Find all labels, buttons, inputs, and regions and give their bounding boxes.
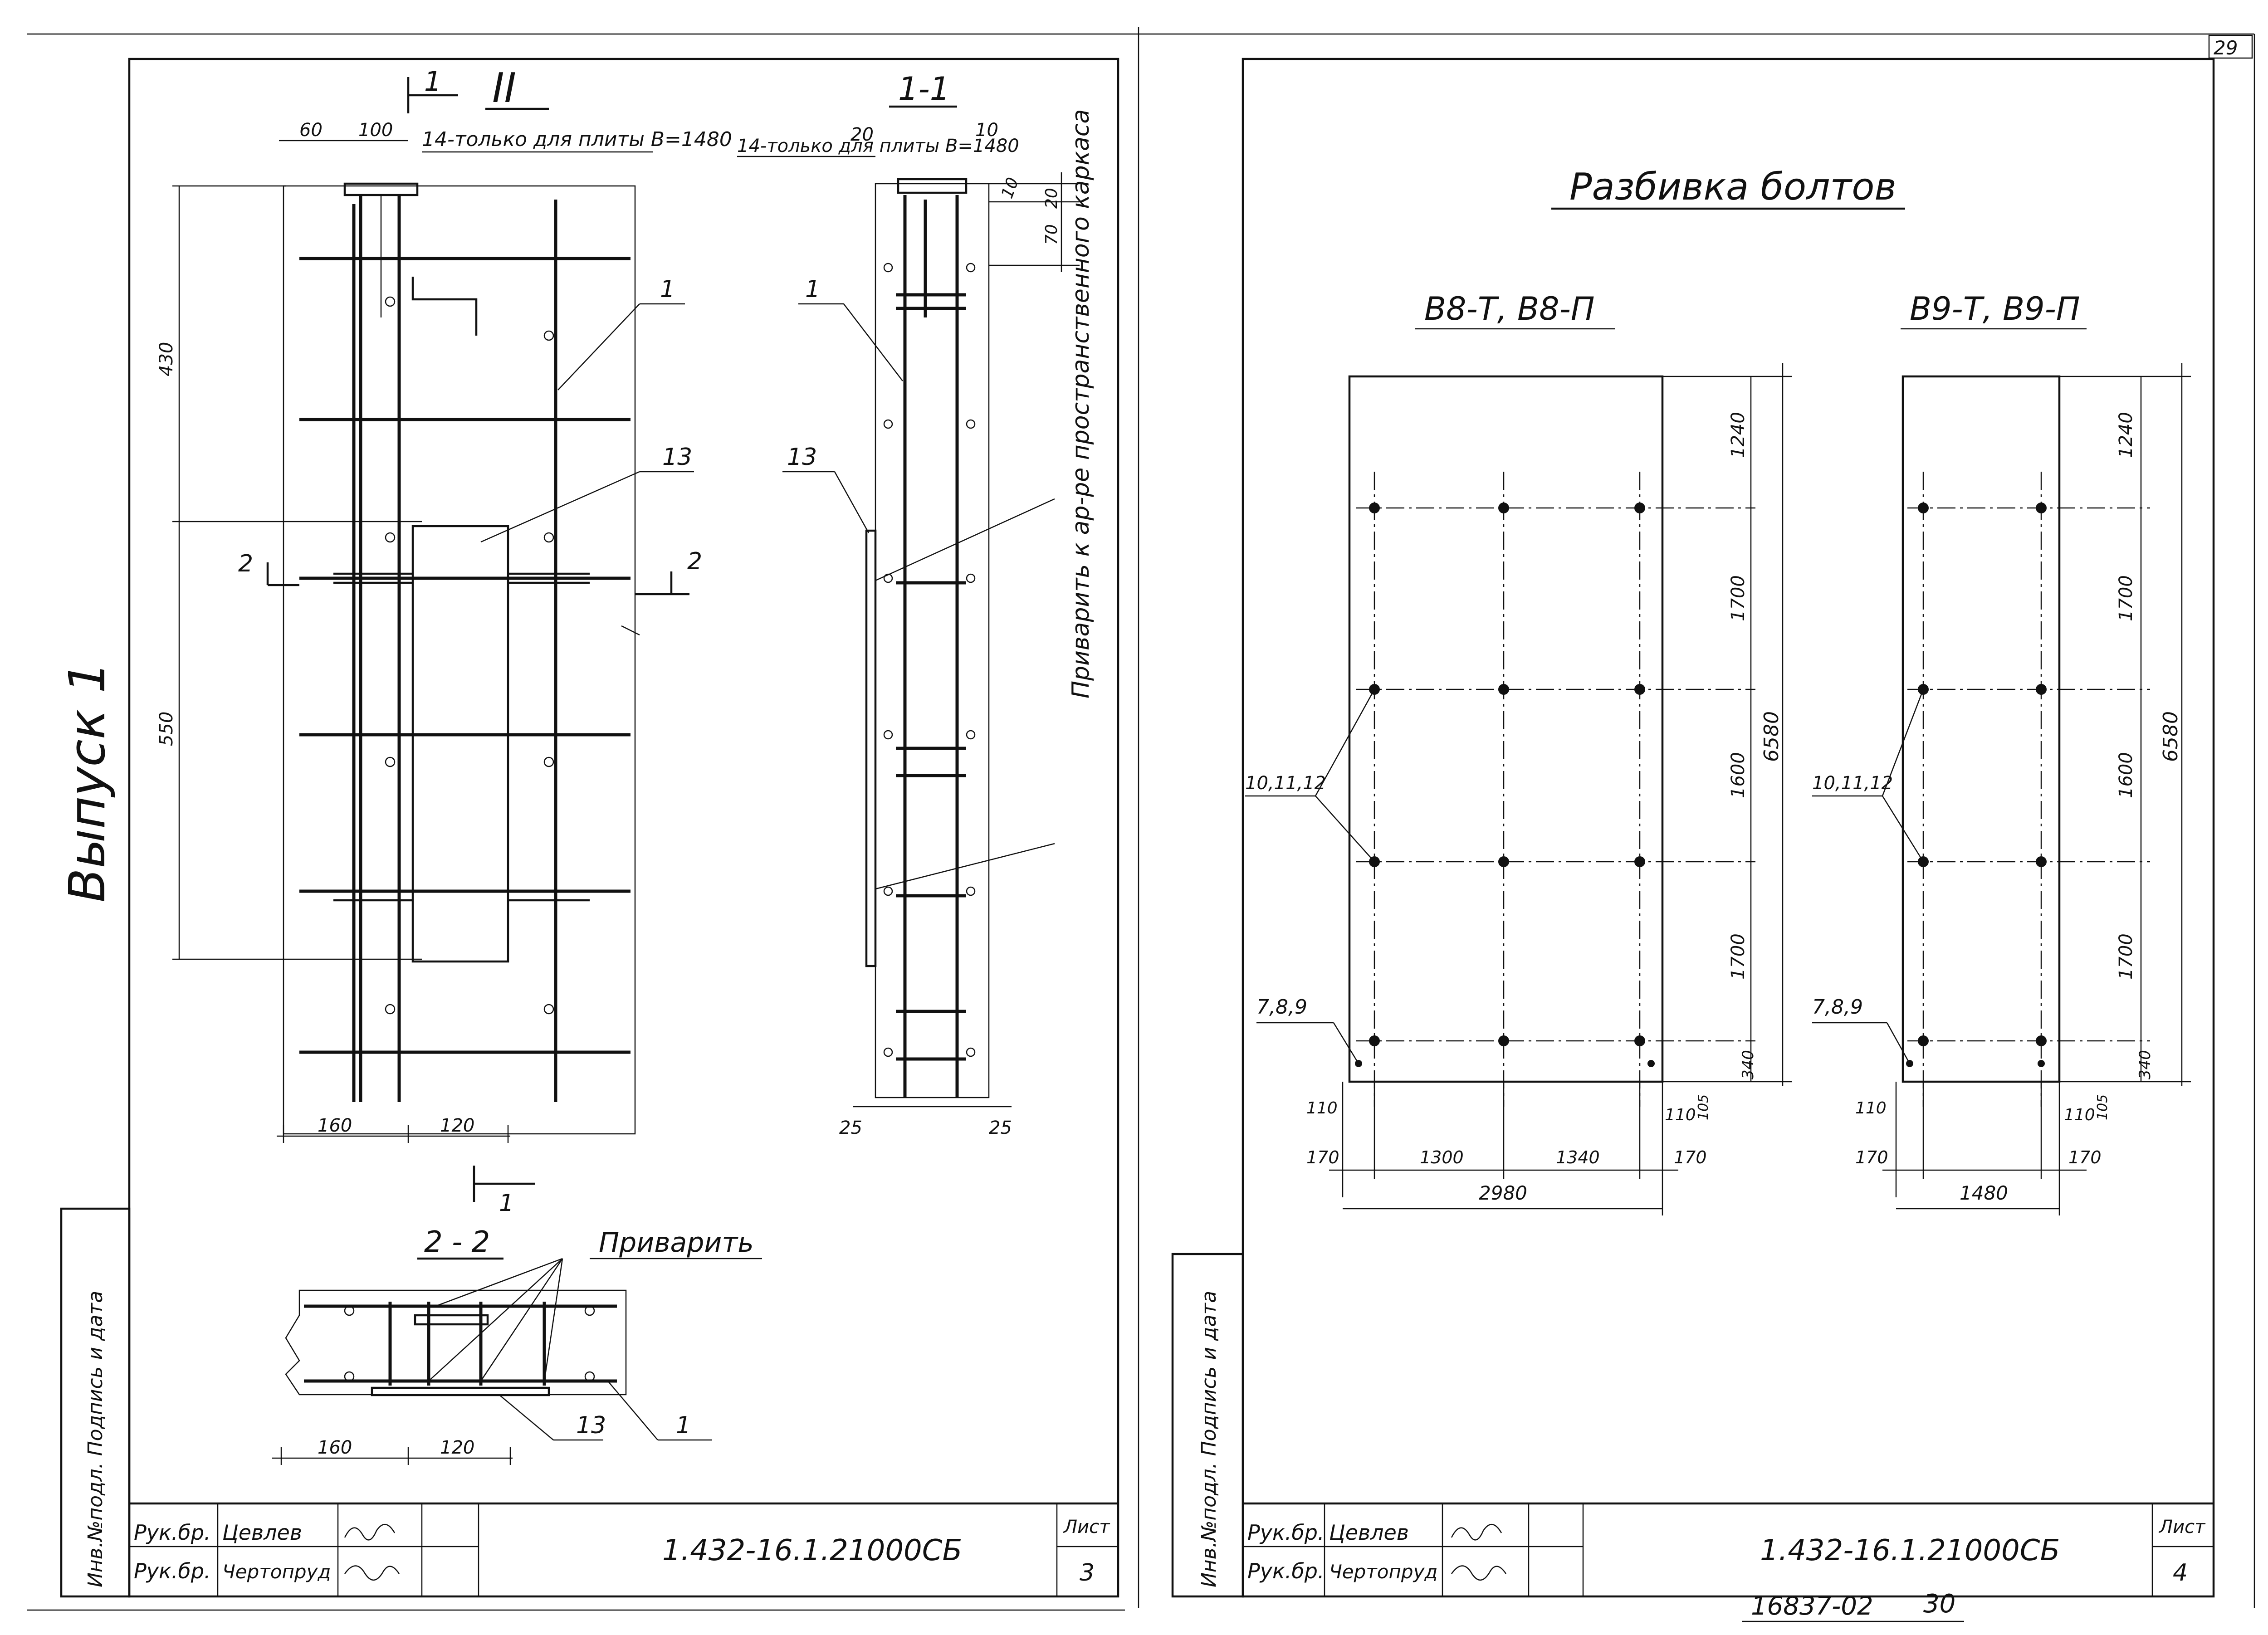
panel-2-dim-105: 105 [2095, 1094, 2111, 1120]
dim-25-right: 25 [989, 1118, 1012, 1138]
callout-bar-1: 1 [660, 276, 675, 303]
panel-2-dim-1700-b: 1700 [2116, 933, 2136, 980]
section-2-2-dim-160: 160 [318, 1437, 352, 1458]
panel-1-dim-170-left: 170 [1306, 1147, 1339, 1167]
dim-25-left: 25 [839, 1118, 862, 1138]
dim-10-side: 10 [998, 175, 1022, 201]
section-1-1: 1-1 14-только для плиты В=1480 20 10 [737, 70, 1095, 1138]
section-1-1-note: 14-только для плиты В=1480 [737, 136, 1019, 156]
panel-2-dim-1240: 1240 [2116, 412, 2136, 458]
panel-1-dim-170-right: 170 [1674, 1147, 1707, 1167]
section-2-2-title: 2 - 2 [424, 1225, 490, 1259]
side-label: Выпуск 1 [58, 662, 116, 903]
section-2-mark-right: 2 [687, 548, 702, 575]
panel-1-callout-upper: 10,11,12 [1245, 773, 1326, 794]
dim-top-100: 100 [358, 120, 393, 141]
dim-bottom-120: 120 [440, 1115, 474, 1136]
panel-2-overall-width: 1480 [1960, 1182, 2008, 1204]
panel-1-dim-1340: 1340 [1556, 1147, 1600, 1167]
panel-1-dim-340: 340 [1739, 1050, 1757, 1079]
section-1-1-callout-plate: 13 [787, 444, 817, 471]
section-1-1-callout-bar: 1 [805, 276, 820, 303]
view-ii: II 1 60 100 14-только для плиты В=1480 [156, 64, 732, 1217]
panel-2-label: В9-Т, В9-П [1910, 290, 2080, 327]
left-stamp-row2-role: Рук.бр. [134, 1559, 211, 1583]
panel-1-dim-105: 105 [1696, 1094, 1711, 1120]
left-stamp-column-label: Инв.№подл. Подпись и дата [84, 1291, 107, 1587]
section-1-1-weld-note: Приварить к ар-ре пространственного карк… [1067, 109, 1095, 698]
bottom-number: 16837-02 [1751, 1591, 1873, 1621]
panel-1-label: В8-Т, В8-П [1424, 290, 1595, 327]
dim-70-side: 70 [1042, 224, 1061, 245]
right-stamp-signature [1451, 1523, 1507, 1581]
dim-430: 430 [156, 342, 177, 376]
left-stamp-code: 1.432-16.1.21000СБ [662, 1534, 962, 1567]
left-stamp-row1-name: Цевлев [222, 1520, 302, 1545]
right-stamp-column-label: Инв.№подл. Подпись и дата [1198, 1291, 1221, 1587]
panel-1-callout-lower: 7,8,9 [1256, 996, 1307, 1019]
panel-1-overall-height: 6580 [1760, 711, 1783, 762]
panel-2-dim-110-left: 110 [1855, 1099, 1887, 1118]
right-stamp-row1-role: Рук.бр. [1247, 1520, 1325, 1545]
section-2-2: 2 - 2 Приварить 13 1 160 120 [272, 1225, 762, 1465]
view-ii-note: 14-только для плиты В=1480 [422, 128, 732, 151]
left-stamp-signature [344, 1523, 400, 1581]
section-2-2-callout-bar: 1 [676, 1412, 691, 1439]
left-sheet-frame [60, 58, 1119, 1598]
panel-2-dim-340: 340 [2136, 1050, 2154, 1079]
right-sheet-title: Разбивка болтов [1569, 166, 1897, 209]
section-2-2-weld-note: Приварить [599, 1227, 754, 1259]
panel-2-dim-170-left: 170 [1855, 1147, 1888, 1167]
left-title-block: Рук.бр. Цевлев Рук.бр. Чертопруд 1.432-1… [129, 1502, 1118, 1596]
bolt-panel-2: В9-Т, В9-П 1240 1700 1600 1700 340 6580 … [1812, 290, 2191, 1215]
panel-1-dim-110-right: 110 [1665, 1106, 1696, 1124]
right-stamp-sheet-no: 4 [2173, 1559, 2188, 1586]
dim-20: 20 [850, 124, 874, 145]
panel-2-dim-170-right: 170 [2068, 1147, 2102, 1167]
view-ii-title: II [492, 64, 516, 112]
section-2-2-callout-plate: 13 [576, 1412, 606, 1439]
panel-2-callout-upper: 10,11,12 [1812, 773, 1893, 794]
panel-2-dim-1600: 1600 [2116, 752, 2136, 798]
corner-number: 29 [2214, 37, 2238, 59]
dim-20-side: 20 [1042, 188, 1061, 209]
bolt-panel-1: В8-Т, В8-П 1240 1700 1600 1700 340 6580 … [1245, 290, 1792, 1215]
panel-1-dim-110-left: 110 [1306, 1099, 1338, 1118]
section-2-mark-left: 2 [238, 550, 253, 577]
panel-1-dim-1700-a: 1700 [1728, 575, 1749, 621]
left-stamp-sheet-no: 3 [1080, 1559, 1095, 1586]
left-stamp-sheet-label: Лист [1063, 1517, 1110, 1537]
panel-2-overall-height: 6580 [2159, 711, 2182, 762]
panel-1-dim-1240: 1240 [1728, 412, 1749, 458]
panel-1-dim-1300: 1300 [1420, 1147, 1464, 1167]
dim-bottom-160: 160 [318, 1115, 352, 1136]
panel-1-dim-1700-b: 1700 [1728, 933, 1749, 980]
section-mark-bottom: 1 [499, 1190, 514, 1217]
right-sheet-frame [1171, 58, 2215, 1598]
section-1-1-title: 1-1 [898, 70, 950, 107]
right-stamp-sheet-label: Лист [2158, 1517, 2206, 1537]
left-stamp-row2-name: Чертопруд [222, 1561, 331, 1583]
right-stamp-row2-role: Рук.бр. [1247, 1559, 1325, 1583]
dim-top-60: 60 [299, 120, 323, 141]
dim-550: 550 [156, 712, 177, 746]
outer-frame-lines [27, 27, 2255, 1611]
panel-2-dim-1700-a: 1700 [2116, 575, 2136, 621]
left-stamp-row1-role: Рук.бр. [134, 1520, 211, 1545]
panel-2-callout-lower: 7,8,9 [1812, 996, 1863, 1019]
right-stamp-code: 1.432-16.1.21000СБ [1760, 1534, 2060, 1567]
section-mark-top: 1 [424, 66, 441, 98]
right-stamp-row1-name: Цевлев [1329, 1520, 1409, 1545]
panel-1-overall-width: 2980 [1479, 1182, 1527, 1204]
callout-plate-13: 13 [662, 444, 692, 471]
panel-2-dim-110-right: 110 [2064, 1106, 2095, 1124]
panel-1-dim-1600: 1600 [1728, 752, 1749, 798]
dim-10-top: 10 [975, 120, 998, 141]
bottom-page: 30 [1923, 1589, 1955, 1619]
section-2-2-dim-120: 120 [440, 1437, 474, 1458]
right-stamp-row2-name: Чертопруд [1329, 1561, 1437, 1583]
right-title-block: Рук.бр. Цевлев Рук.бр. Чертопруд 1.432-1… [1243, 1502, 2214, 1596]
